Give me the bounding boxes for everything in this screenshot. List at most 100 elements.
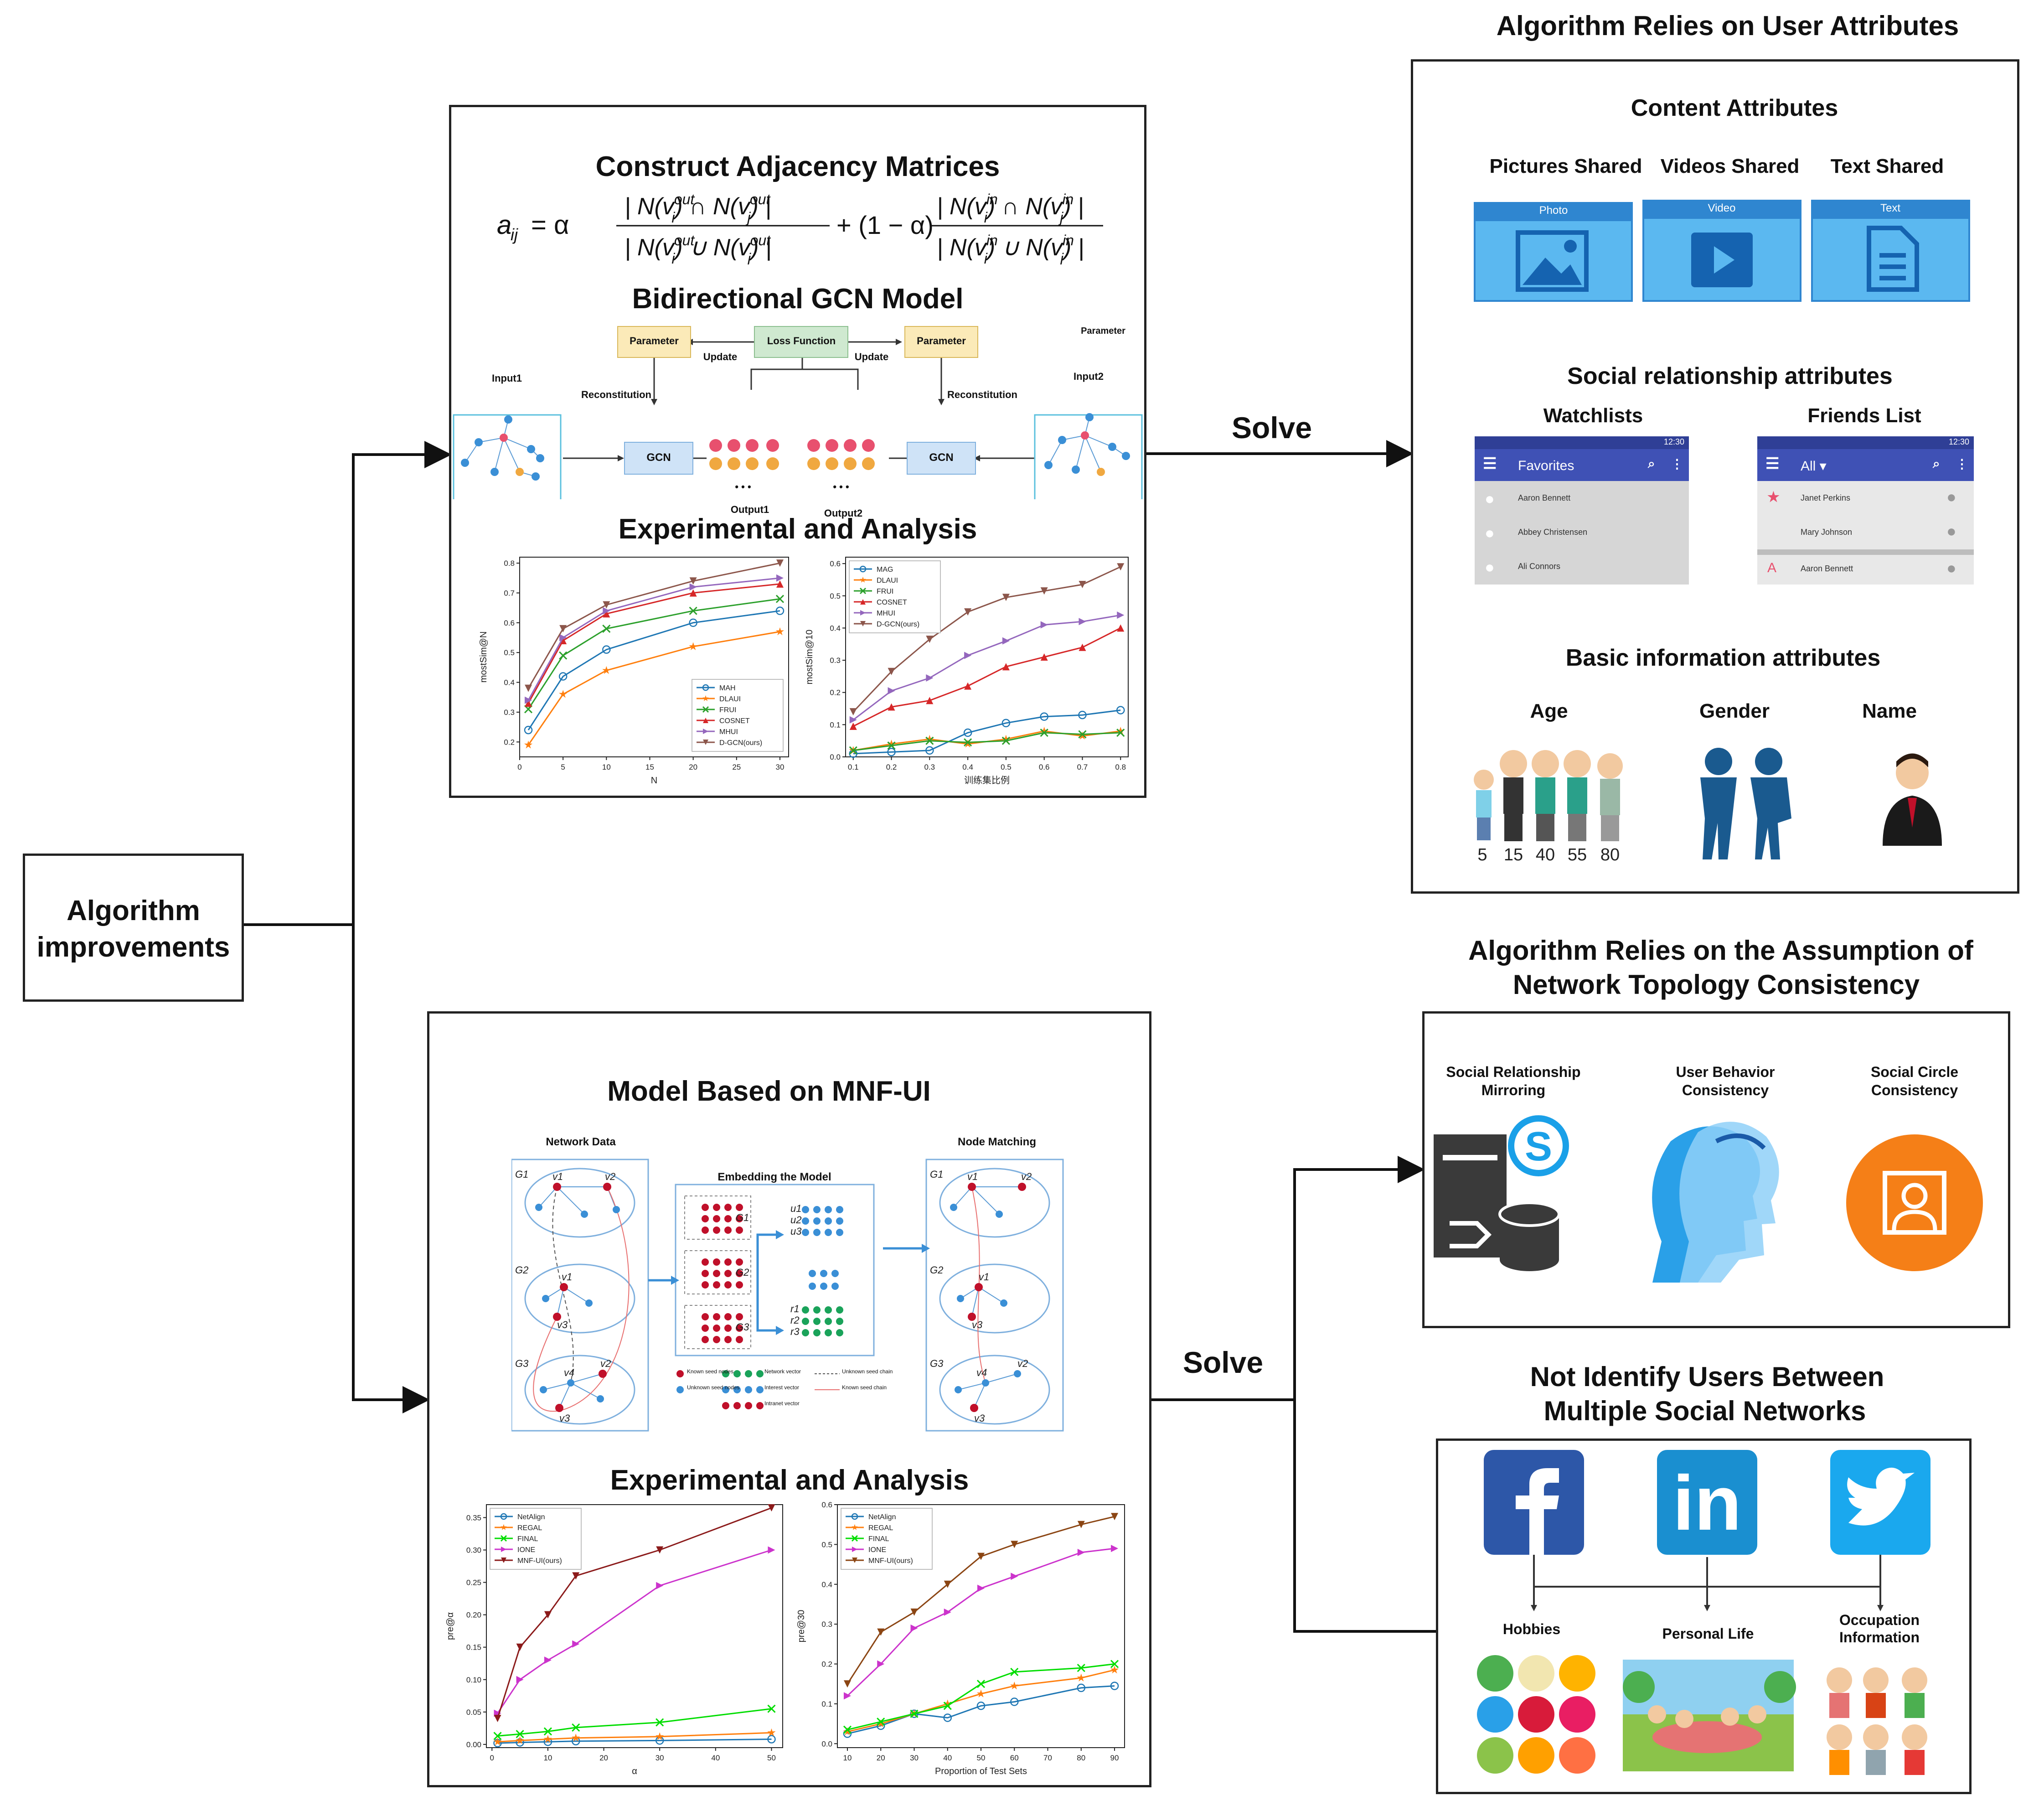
legend-marker	[851, 1535, 858, 1542]
root-label-line1: Algorithm	[67, 895, 200, 926]
topology-icons: S	[1434, 1115, 1983, 1283]
svg-text:v1: v1	[552, 1171, 563, 1182]
menu-icon[interactable]: ☰	[1765, 455, 1780, 472]
phone2-time: 12:30	[1948, 437, 1969, 446]
data-point	[516, 1643, 524, 1651]
x-tick-label: 15	[645, 763, 654, 771]
list-item[interactable]: A Aaron Bennett ●	[1757, 555, 1974, 585]
list-item[interactable]: ● Aaron Bennett	[1475, 481, 1689, 515]
gcn-output1-label: Output1	[730, 504, 769, 515]
phone1-time: 12:30	[1663, 437, 1684, 446]
heading-multiple-line1: Not Identify Users Between	[1530, 1361, 1884, 1392]
data-point	[1002, 594, 1010, 601]
title-experimental-1: Experimental and Analysis	[618, 513, 977, 545]
list-item-name: Abbey Christensen	[1518, 528, 1588, 537]
svg-text:= α: = α	[531, 210, 569, 240]
data-point	[689, 589, 697, 597]
series-line	[527, 610, 780, 731]
heading-multiple-line2: Multiple Social Networks	[1543, 1396, 1866, 1426]
svg-text:+ (1 − α): + (1 − α)	[836, 211, 934, 239]
data-point	[1116, 706, 1125, 714]
data-point	[775, 595, 785, 603]
label-circle-1: Social Circle	[1870, 1064, 1959, 1080]
y-tick-label: 0.4	[504, 678, 515, 687]
legend-label: MAG	[877, 566, 893, 574]
data-point	[1079, 581, 1086, 589]
heading-user-attributes: Algorithm Relies on User Attributes	[1496, 10, 1959, 41]
title-experimental-2: Experimental and Analysis	[610, 1464, 969, 1496]
gcn-input1-label: Input1	[492, 373, 522, 384]
legend-marker	[860, 621, 866, 626]
legend-marker	[703, 740, 708, 745]
data-point	[1110, 1660, 1119, 1668]
list-item-name: Janet Perkins	[1801, 493, 1851, 502]
data-point	[843, 1725, 852, 1734]
data-point	[516, 1736, 524, 1744]
data-point	[877, 1660, 885, 1668]
data-point	[1002, 637, 1010, 645]
legend-label: DLAUI	[719, 695, 741, 703]
label-social-mirroring-2: Mirroring	[1481, 1082, 1546, 1098]
data-point	[776, 580, 784, 588]
list-item[interactable]: ● Abbey Christensen	[1475, 515, 1689, 549]
svg-text:in: in	[1672, 1460, 1741, 1547]
svg-text:v3: v3	[559, 1413, 570, 1424]
legend-label: DLAUI	[877, 577, 898, 585]
social-attributes-title: Social relationship attributes	[1567, 363, 1893, 389]
series-line	[497, 1507, 772, 1719]
y-tick-label: 0.2	[504, 738, 515, 746]
list-item[interactable]: Mary Johnson ●	[1757, 515, 1974, 549]
list-item[interactable]: ★ Janet Perkins ●	[1757, 481, 1974, 515]
label-videos-shared: Videos Shared	[1660, 155, 1800, 177]
svg-text:r2: r2	[790, 1314, 800, 1326]
panel-multiple-networks: in Hobbies Personal Life Occupation Info…	[1436, 1439, 1972, 1794]
more-icon[interactable]: ⋮	[1956, 457, 1968, 471]
x-tick-label: 0.6	[1039, 763, 1050, 771]
age-5: 5	[1477, 845, 1487, 864]
list-item[interactable]: ● Ali Connors	[1475, 549, 1689, 584]
label-gender: Gender	[1699, 700, 1770, 722]
basic-info-icons: 5 15 40 55 80	[1474, 748, 1942, 864]
y-tick-label: 0.35	[466, 1513, 481, 1522]
data-point	[572, 1572, 580, 1580]
svg-text:G1: G1	[515, 1169, 528, 1180]
more-icon[interactable]: ⋮	[1671, 457, 1683, 471]
svg-text:u1: u1	[790, 1203, 801, 1214]
data-point	[543, 1727, 552, 1736]
y-tick-label: 0.0	[830, 753, 841, 761]
y-tick-label: 0.25	[466, 1578, 481, 1587]
legend-unknown-chain: Unknown seed chain	[842, 1368, 893, 1375]
search-icon[interactable]: ⌕	[1648, 456, 1655, 471]
title-model-mnf-ui: Model Based on MNF-UI	[607, 1076, 931, 1107]
search-icon[interactable]: ⌕	[1933, 456, 1940, 471]
data-point	[559, 637, 567, 645]
legend-marker	[851, 1513, 858, 1520]
data-point	[964, 738, 972, 747]
y-tick-label: 0.00	[466, 1740, 481, 1749]
data-point	[525, 699, 532, 707]
legend-label: MHUI	[877, 610, 895, 617]
legend-label: IONE	[868, 1546, 886, 1554]
x-tick-label: 10	[543, 1754, 552, 1762]
menu-icon[interactable]: ☰	[1483, 455, 1497, 472]
x-tick-label: 25	[732, 763, 741, 771]
data-point	[849, 708, 857, 716]
y-tick-label: 0.5	[504, 648, 515, 657]
label-text-shared: Text Shared	[1830, 155, 1944, 177]
y-tick-label: 0.2	[821, 1660, 832, 1669]
data-point	[559, 651, 568, 660]
age-80: 80	[1600, 845, 1620, 864]
svg-text:G1: G1	[736, 1212, 749, 1223]
data-point	[1117, 611, 1125, 619]
data-point	[888, 703, 895, 711]
avatar-icon: ●	[1946, 522, 1956, 540]
legend-label: COSNET	[877, 599, 907, 606]
label-name: Name	[1862, 700, 1917, 722]
data-point	[1111, 1545, 1119, 1552]
avatar-icon: ●	[1946, 559, 1956, 577]
phone2-title[interactable]: All ▾	[1801, 459, 1827, 474]
